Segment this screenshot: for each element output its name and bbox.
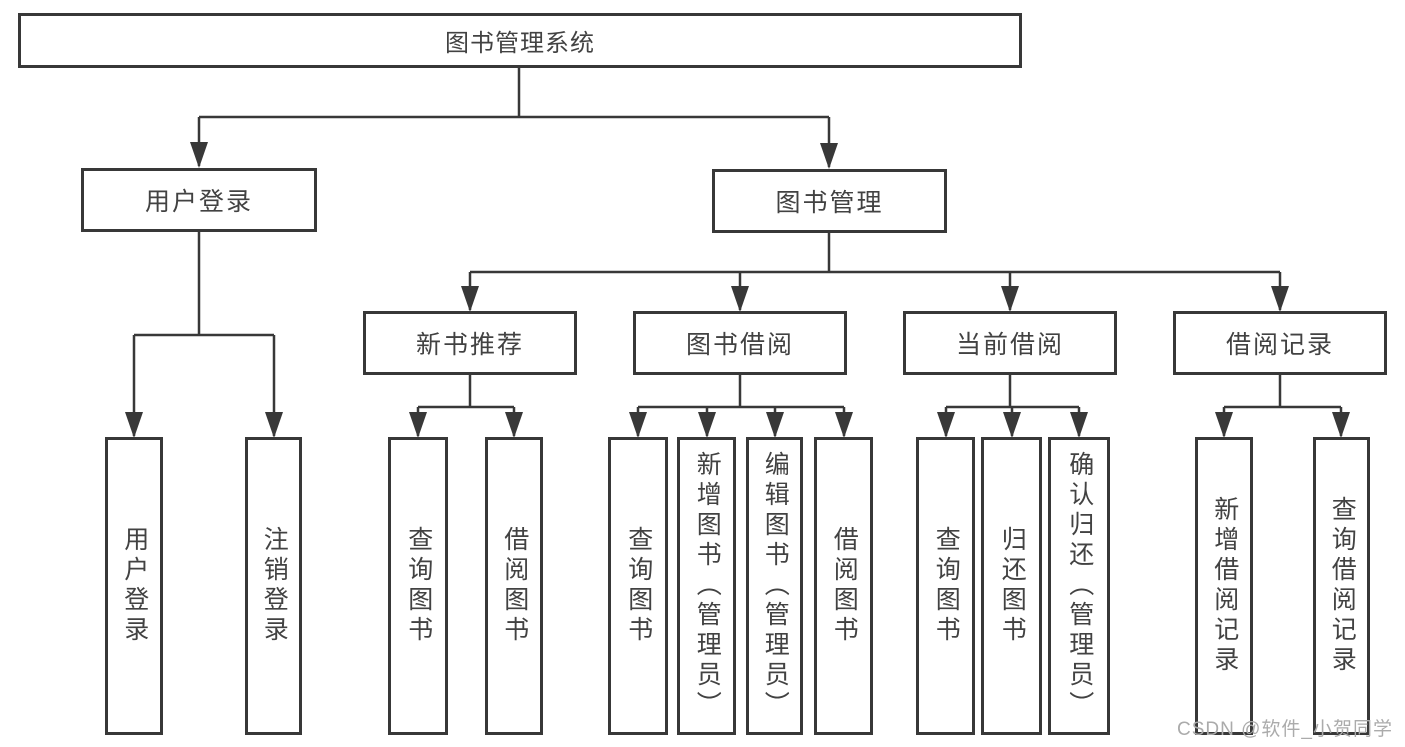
leaf-nb-query-books: 查询图书 [388,437,448,735]
leaf-cur-query-books: 查询图书 [916,437,975,735]
leaf-logout: 注销登录 [245,437,302,735]
leaf-label: 新增借阅记录 [1210,496,1239,676]
node-current-borrowing: 当前借阅 [903,311,1117,375]
leaf-user-login: 用户登录 [105,437,163,735]
node-root-system: 图书管理系统 [18,13,1022,68]
leaf-label: 查询借阅记录 [1328,496,1357,676]
leaf-label: 用户登录 [120,526,149,646]
leaf-label: 借阅图书 [830,526,859,646]
leaf-label: 借阅图书 [500,526,529,646]
node-user-login-branch: 用户登录 [81,168,317,232]
node-book-management: 图书管理 [712,169,947,233]
leaf-label: 查询图书 [624,526,653,646]
csdn-watermark: CSDN @软件_小贺同学 [1177,719,1393,740]
leaf-label: 编辑图书（管理员） [761,451,790,721]
node-borrowing-records: 借阅记录 [1173,311,1387,375]
node-book-borrowing: 图书借阅 [633,311,847,375]
leaf-cur-confirm-return-admin: 确认归还（管理员） [1048,437,1110,735]
leaf-label: 注销登录 [260,526,289,646]
leaf-bw-add-books-admin: 新增图书（管理员） [677,437,736,735]
leaf-label: 查询图书 [932,526,961,646]
tree-edges [132,68,1343,436]
leaf-bw-edit-books-admin: 编辑图书（管理员） [746,437,803,735]
node-new-book-recommend: 新书推荐 [363,311,577,375]
leaf-rec-add-record: 新增借阅记录 [1195,437,1253,735]
leaf-rec-query-record: 查询借阅记录 [1313,437,1370,735]
leaf-label: 查询图书 [404,526,433,646]
leaf-label: 新增图书（管理员） [693,451,722,721]
leaf-label: 归还图书 [998,526,1027,646]
leaf-nb-borrow-books: 借阅图书 [485,437,543,735]
arrowheads [125,142,1350,438]
leaf-bw-query-books: 查询图书 [608,437,668,735]
leaf-bw-borrow-books: 借阅图书 [814,437,873,735]
leaf-cur-return-books: 归还图书 [981,437,1042,735]
leaf-label: 确认归还（管理员） [1065,451,1094,721]
